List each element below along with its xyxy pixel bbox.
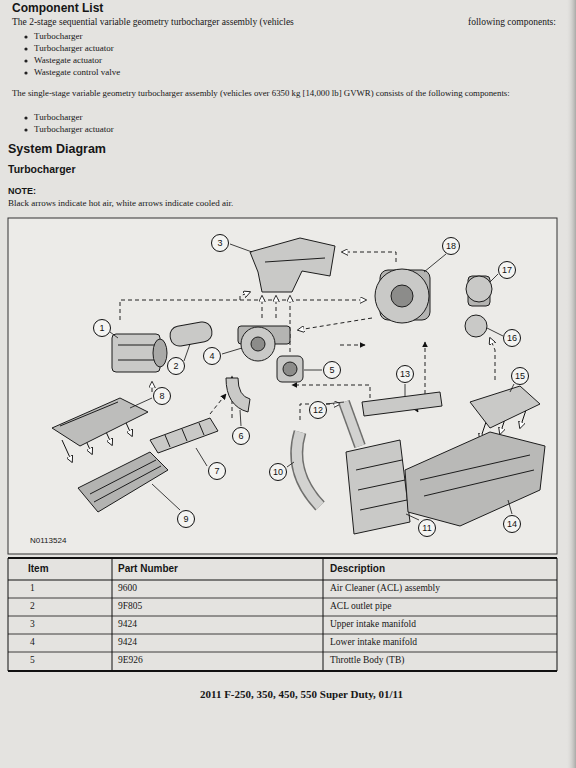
- callout-number: 8: [153, 387, 171, 405]
- callout-number: 1: [93, 319, 111, 337]
- body-text: The single-stage variable geometry turbo…: [12, 88, 564, 98]
- diagram-frame: [8, 218, 557, 554]
- callout-number: 10: [269, 463, 287, 481]
- callout-number: 13: [396, 365, 414, 383]
- callout-number: 1: [93, 319, 111, 337]
- callout-number: 17: [498, 261, 516, 279]
- note-label: NOTE:: [8, 186, 36, 196]
- table-cell: 3: [30, 619, 35, 630]
- page-footer: 2011 F-250, 350, 450, 550 Super Duty, 01…: [200, 688, 403, 701]
- callout-number: 8: [153, 387, 171, 405]
- air-flow-lines: [120, 252, 495, 420]
- callout-number: 13: [396, 365, 414, 383]
- sub-heading: Turbocharger: [8, 163, 75, 175]
- callout-number: 2: [167, 357, 185, 375]
- leader-lines: [110, 244, 514, 520]
- callout-number: 10: [269, 463, 287, 481]
- table-cell: 9424: [118, 619, 137, 630]
- callout-number: 12: [309, 401, 327, 419]
- section-heading: Component List: [12, 2, 103, 16]
- callout-number: 3: [211, 234, 229, 252]
- callout-number: 15: [511, 367, 529, 385]
- table-cell: 5: [30, 655, 35, 666]
- callout-number: 18: [442, 237, 460, 255]
- callout-number: 15: [511, 367, 529, 385]
- table-cell: 1: [30, 583, 35, 594]
- bullet-item: Turbocharger actuator: [34, 43, 114, 53]
- table-header: Item: [28, 563, 49, 575]
- table-cell: ACL outlet pipe: [330, 601, 391, 612]
- page-shadow: [566, 0, 576, 768]
- callout-number: 6: [232, 427, 250, 445]
- table-grid: [8, 558, 557, 671]
- callout-number: 4: [203, 347, 221, 365]
- callout-number: 18: [442, 237, 460, 255]
- callout-number: 7: [208, 462, 226, 480]
- callout-number: 3: [211, 234, 229, 252]
- note-text: Black arrows indicate hot air, white arr…: [8, 198, 233, 208]
- callout-number: 14: [503, 515, 521, 533]
- turbo-parts: [52, 238, 545, 534]
- callout-number: 16: [503, 329, 521, 347]
- callout-number: 5: [323, 361, 341, 379]
- callout-number: 16: [503, 329, 521, 347]
- bullet-item: Wastegate control valve: [34, 67, 120, 77]
- section-heading: System Diagram: [8, 142, 106, 156]
- callout-number: 9: [177, 510, 195, 528]
- table-header: Description: [330, 563, 385, 575]
- table-cell: Throttle Body (TB): [330, 655, 404, 666]
- body-text: The 2-stage sequential variable geometry…: [12, 17, 294, 28]
- bullet-dots: [24, 35, 27, 131]
- callout-number: 11: [418, 519, 436, 537]
- callout-number: 4: [203, 347, 221, 365]
- table-cell: 9F805: [118, 601, 142, 612]
- figure-code: N0113524: [30, 536, 66, 545]
- bullet-item: Turbocharger: [34, 31, 83, 41]
- body-text: following components:: [468, 17, 556, 28]
- callout-number: 7: [208, 462, 226, 480]
- table-cell: 9600: [118, 583, 137, 594]
- table-cell: 9424: [118, 637, 137, 648]
- callout-number: 9: [177, 510, 195, 528]
- table-cell: 9E926: [118, 655, 143, 666]
- table-cell: 2: [30, 601, 35, 612]
- callout-number: 14: [503, 515, 521, 533]
- bullet-item: Turbocharger: [34, 112, 83, 122]
- callout-number: 2: [167, 357, 185, 375]
- callout-number: 17: [498, 261, 516, 279]
- bullet-item: Turbocharger actuator: [34, 124, 114, 134]
- table-cell: 4: [30, 637, 35, 648]
- table-cell: Lower intake manifold: [330, 637, 417, 648]
- callout-number: 6: [232, 427, 250, 445]
- callout-number: 12: [309, 401, 327, 419]
- table-header: Part Number: [118, 563, 178, 575]
- bullet-item: Wastegate actuator: [34, 55, 102, 65]
- callout-number: 11: [418, 519, 436, 537]
- table-cell: Air Cleaner (ACL) assembly: [330, 583, 440, 594]
- callout-number: 5: [323, 361, 341, 379]
- table-cell: Upper intake manifold: [330, 619, 416, 630]
